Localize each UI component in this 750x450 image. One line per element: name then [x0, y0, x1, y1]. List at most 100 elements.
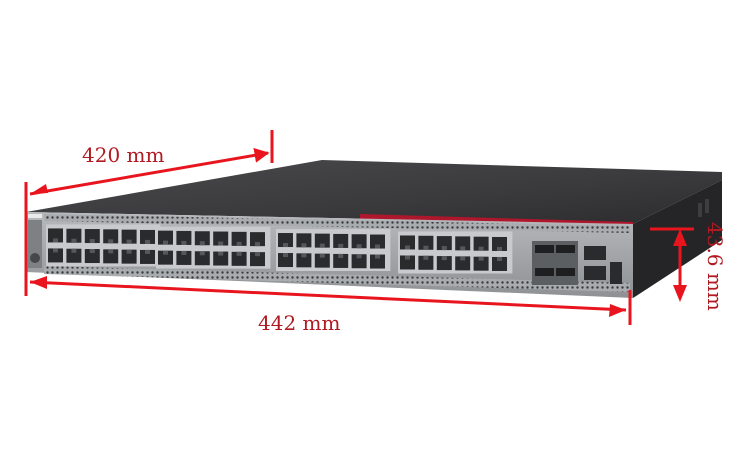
rj45-port	[66, 228, 82, 243]
rj45-port	[231, 251, 247, 266]
port-latch	[441, 256, 447, 261]
port-latch	[319, 243, 325, 248]
front-vent-bottom	[44, 266, 630, 292]
port-latch	[53, 248, 58, 253]
port-latch	[478, 256, 484, 261]
port-latch	[181, 240, 187, 245]
rj45-port	[400, 235, 415, 250]
reset-button-icon	[30, 253, 40, 263]
rj45-port	[333, 233, 349, 248]
port-latch	[423, 245, 429, 250]
port-latch	[236, 251, 242, 256]
port-latch	[71, 238, 77, 243]
rj45-port	[66, 248, 82, 263]
port-latch	[89, 249, 95, 254]
port-latch	[283, 253, 288, 258]
side-vent	[698, 203, 702, 217]
sfp-port	[556, 245, 575, 253]
port-latch	[255, 242, 260, 247]
uplink-area	[532, 241, 622, 285]
rj45-port	[84, 249, 100, 264]
rj45-port	[455, 236, 471, 251]
port-latch	[497, 256, 502, 261]
rj45-port	[158, 230, 173, 245]
rj45-port	[418, 255, 434, 270]
port-latch	[375, 254, 380, 259]
port-latch	[423, 255, 429, 260]
rj45-port	[370, 234, 385, 249]
rj45-port	[278, 253, 293, 268]
rj45-port	[103, 229, 119, 244]
port-latch	[356, 244, 362, 249]
width-label: 442 mm	[258, 311, 340, 335]
rj45-port	[400, 255, 415, 270]
port-latch	[71, 248, 77, 253]
rj45-port	[296, 233, 312, 248]
rj45-port	[296, 253, 312, 268]
port-latch	[338, 253, 344, 258]
rj45-port	[194, 251, 210, 266]
depth-dimension: 420 mm	[24, 130, 274, 296]
front-vent-top	[44, 214, 630, 233]
port-latch	[126, 249, 132, 254]
port-latch	[301, 253, 307, 258]
port-latch	[356, 254, 362, 259]
rj45-port	[370, 254, 385, 269]
port-latch	[497, 246, 502, 251]
port-latch	[441, 246, 447, 251]
rj45-port	[314, 253, 330, 268]
rj45-port	[436, 236, 452, 251]
width-dimension: 442 mm	[29, 276, 632, 335]
port-latch	[460, 256, 466, 261]
rj45-port	[140, 229, 155, 244]
arrowhead-icon	[673, 229, 687, 246]
sfp-port	[556, 268, 575, 276]
rj45-port	[140, 249, 155, 264]
port-latch	[478, 246, 484, 251]
side-vent	[705, 199, 709, 213]
depth-arrow	[29, 147, 270, 196]
rj45-port	[121, 249, 137, 264]
port-latch	[236, 241, 242, 246]
rj45-port	[250, 252, 265, 267]
port-latch	[218, 251, 224, 256]
console-port	[584, 246, 606, 260]
height-dimension: 43.6 mm	[650, 222, 727, 311]
rj45-port	[176, 250, 192, 265]
sfp-port	[535, 245, 554, 253]
rj45-port	[213, 231, 229, 246]
rj45-port	[103, 249, 119, 264]
management-port	[584, 266, 606, 280]
arrowhead-icon	[30, 276, 47, 289]
rj45-port	[314, 233, 330, 248]
rj45-port	[231, 231, 247, 246]
port-latch	[405, 245, 410, 250]
port-latch	[218, 241, 224, 246]
rj45-port	[176, 230, 192, 245]
port-latch	[145, 239, 150, 244]
port-latch	[53, 238, 58, 243]
rj45-port-array	[46, 224, 513, 274]
rj45-port	[492, 236, 507, 251]
port-latch	[89, 239, 95, 244]
rj45-port	[121, 229, 137, 244]
rj45-port	[455, 256, 471, 271]
port-latch	[108, 249, 114, 254]
rj45-port	[84, 229, 100, 244]
port-latch	[338, 243, 344, 248]
port-latch	[163, 240, 168, 245]
depth-label: 420 mm	[82, 143, 164, 167]
sfp-port	[535, 268, 554, 276]
port-latch	[126, 239, 132, 244]
port-latch	[199, 251, 205, 256]
port-latch	[108, 239, 114, 244]
rj45-port	[436, 256, 452, 271]
rj45-port	[333, 253, 349, 268]
rj45-port	[351, 254, 367, 269]
arrowhead-icon	[673, 285, 687, 302]
chassis-top-surface	[26, 160, 722, 224]
arrowhead-icon	[30, 184, 48, 194]
port-latch	[255, 252, 260, 257]
port-latch	[145, 249, 150, 254]
